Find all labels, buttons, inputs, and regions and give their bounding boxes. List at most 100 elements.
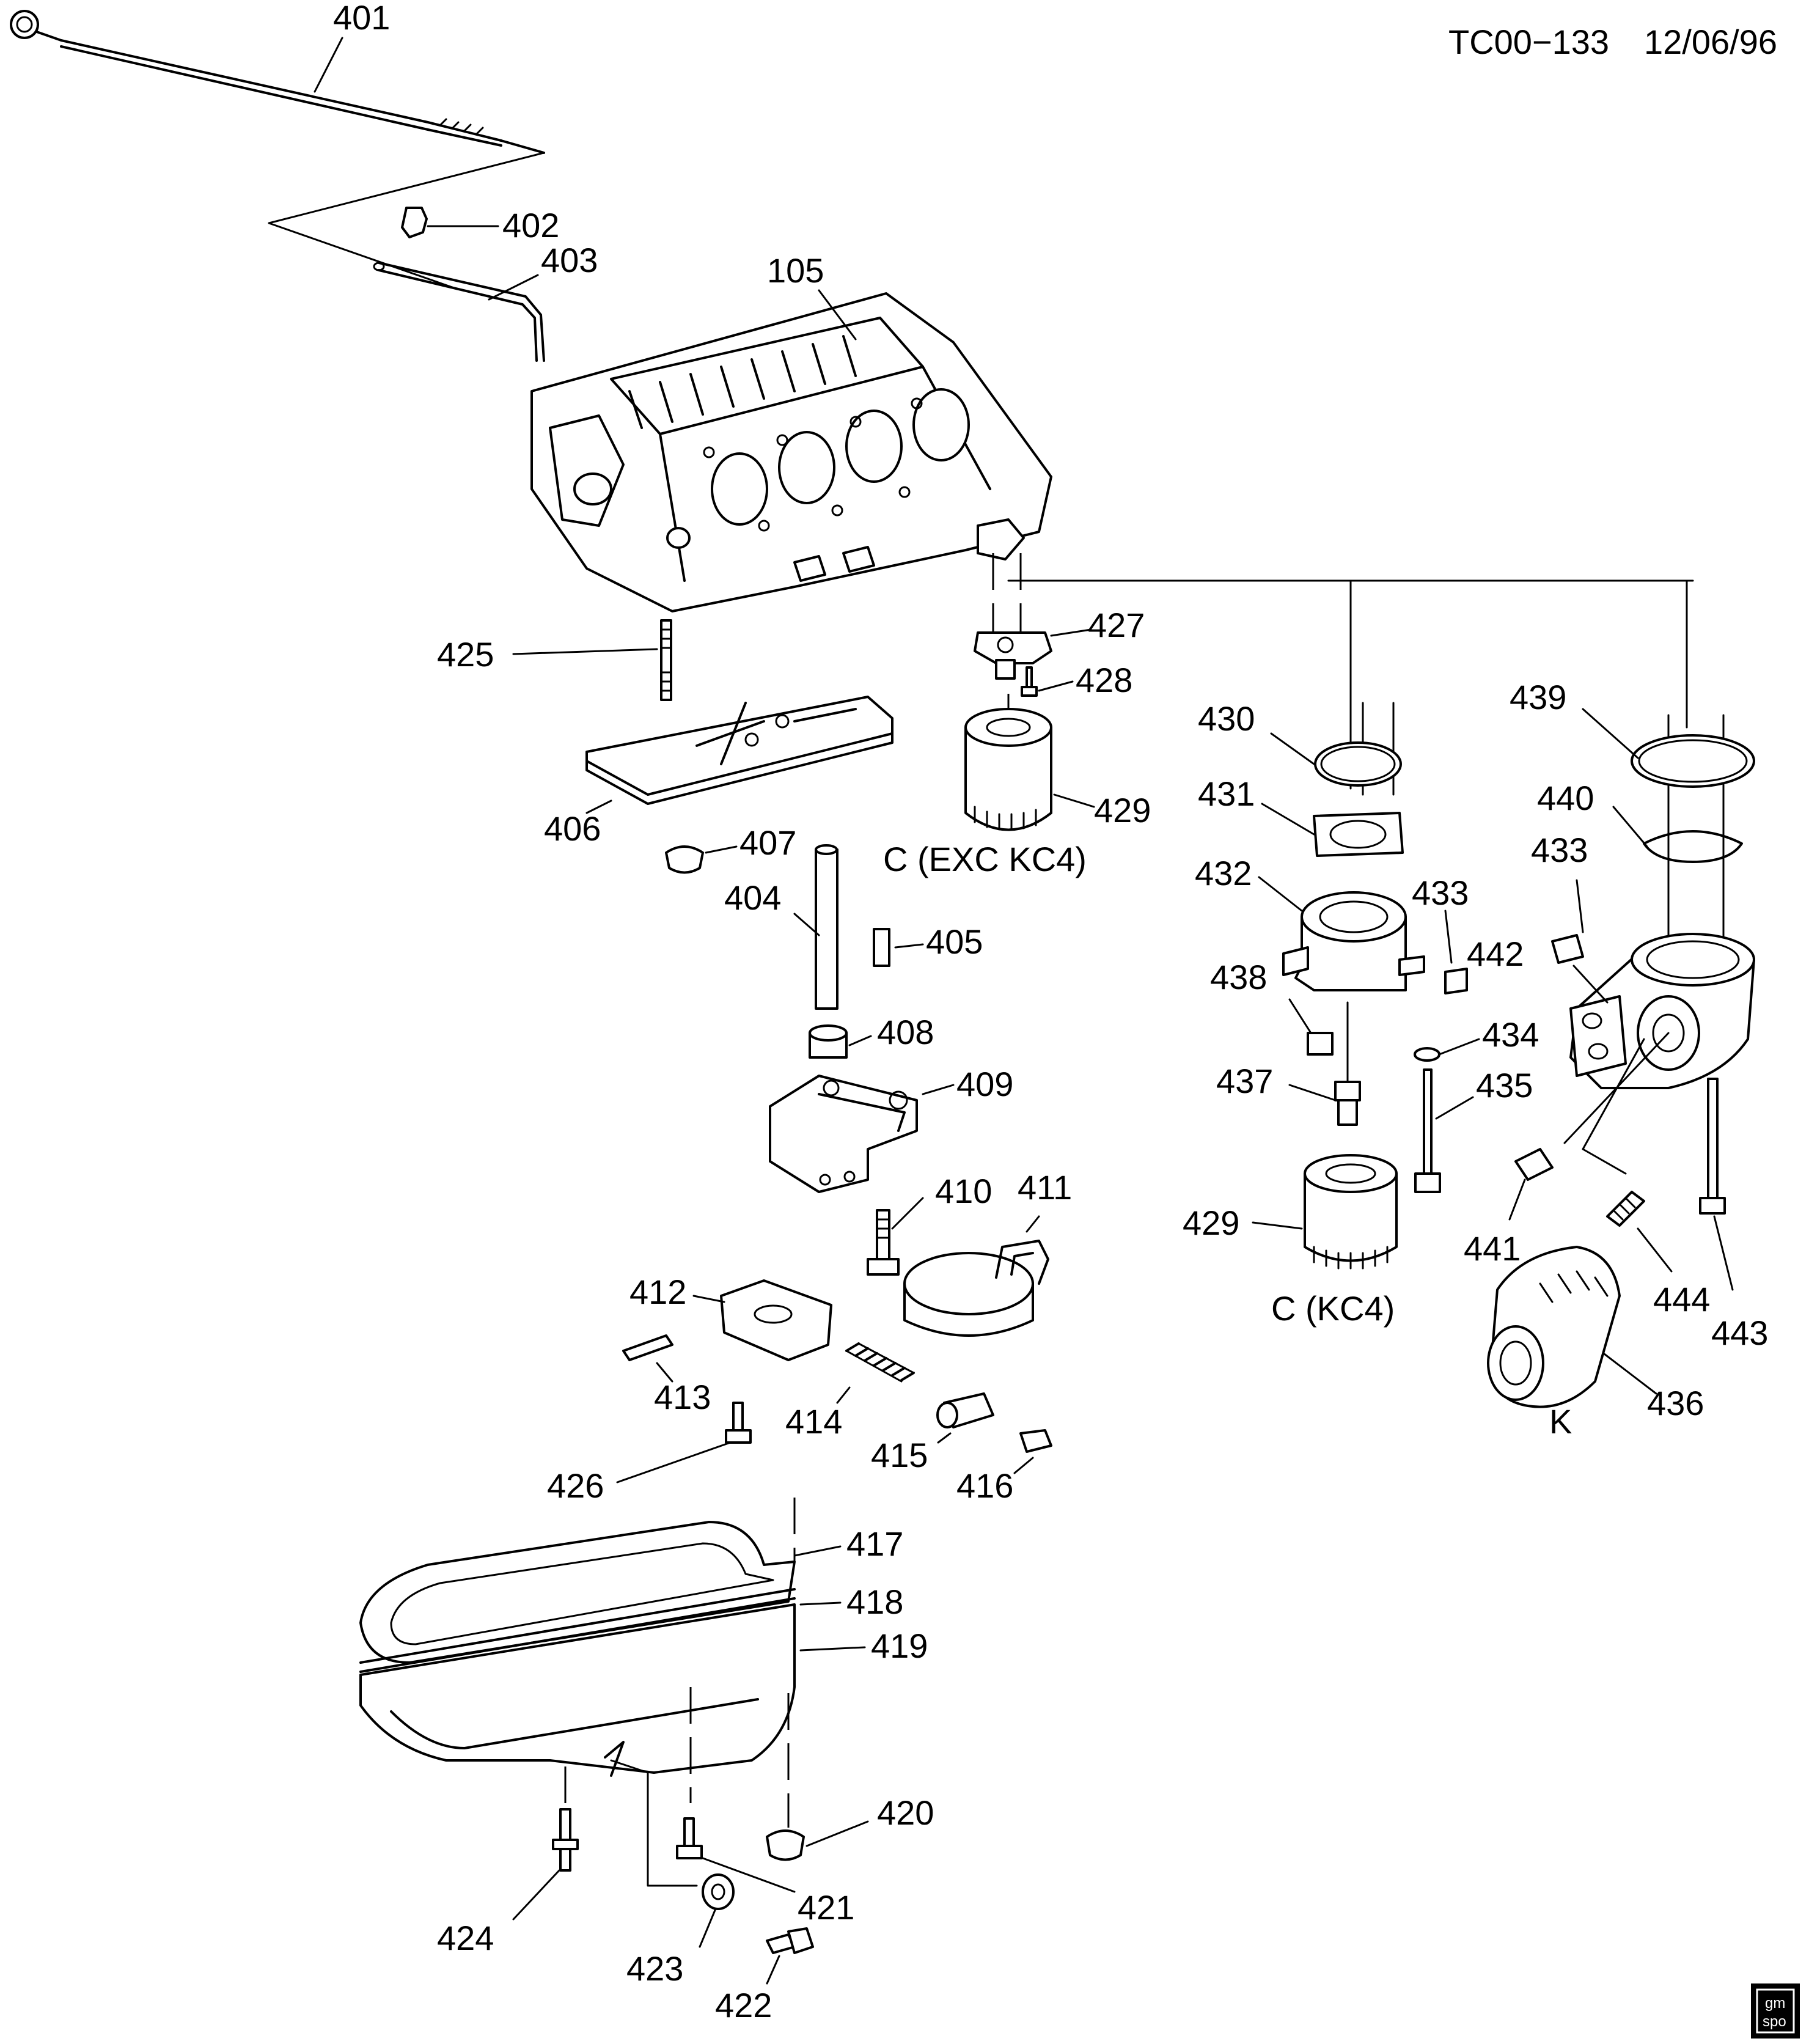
- diagram-date: 12/06/96: [1644, 23, 1777, 61]
- callout-405: 405: [926, 922, 983, 961]
- part-403-tube: [373, 262, 545, 362]
- part-415-valve: [936, 1392, 994, 1428]
- callout-443: 443: [1711, 1314, 1768, 1352]
- callout-435: 435: [1476, 1066, 1533, 1105]
- callout-444: 444: [1653, 1280, 1710, 1318]
- part-444-fitting: [1606, 1191, 1645, 1227]
- callout-429-upper: 429: [1094, 791, 1151, 829]
- part-420-drain-plug: [766, 1829, 805, 1861]
- callout-425: 425: [437, 635, 494, 674]
- callout-431: 431: [1198, 774, 1255, 813]
- part-407-plug: [665, 845, 704, 874]
- callout-423: 423: [626, 1949, 683, 1988]
- part-429-oil-filter-lower: [1304, 1154, 1398, 1270]
- part-432-adapter: [1282, 891, 1425, 991]
- svg-text:gm: gm: [1765, 1995, 1785, 2012]
- part-408-bushing: [809, 1024, 848, 1059]
- part-433-plug-b: [1551, 934, 1584, 964]
- callout-407: 407: [739, 823, 796, 862]
- part-440-snap-ring: [1643, 830, 1743, 863]
- part-414-spring: [845, 1342, 915, 1383]
- callout-411: 411: [1018, 1168, 1072, 1207]
- part-419-oil-pan: [359, 1603, 796, 1777]
- part-427-adapter: [974, 631, 1052, 680]
- part-410-bolt: [867, 1209, 900, 1276]
- part-429-oil-filter-upper: [964, 708, 1052, 831]
- callout-414: 414: [785, 1402, 842, 1441]
- callout-416: 416: [956, 1466, 1013, 1505]
- part-442-adapter: [1569, 933, 1755, 1089]
- callout-441: 441: [1464, 1229, 1521, 1268]
- part-412-cover: [720, 1279, 832, 1361]
- callout-417: 417: [846, 1524, 903, 1563]
- part-411-pickup-screen: [903, 1240, 1049, 1337]
- part-413-gasket: [622, 1334, 673, 1361]
- note-exc-kc4: C (EXC KC4): [883, 840, 1087, 878]
- part-404-shaft: [815, 844, 838, 1010]
- part-426-bolt: [725, 1402, 752, 1444]
- part-434-washer: [1414, 1047, 1440, 1062]
- gm-spo-logo: gm spo: [1751, 1983, 1800, 2038]
- part-439-seal: [1631, 734, 1755, 788]
- callout-421: 421: [798, 1888, 854, 1927]
- callout-418: 418: [846, 1583, 903, 1621]
- callout-430: 430: [1198, 699, 1255, 738]
- part-402-seal: [401, 207, 428, 238]
- callout-424: 424: [437, 1919, 494, 1957]
- callout-433-a: 433: [1412, 873, 1469, 912]
- callout-439: 439: [1510, 678, 1566, 716]
- part-423-washer: [702, 1873, 735, 1910]
- callout-105: 105: [767, 251, 824, 290]
- callout-410: 410: [935, 1172, 992, 1210]
- callout-436: 436: [1647, 1384, 1704, 1422]
- part-418-gasket: [359, 1588, 796, 1673]
- part-428-bolt: [1021, 666, 1038, 697]
- part-441-plug: [1514, 1148, 1554, 1181]
- callout-437: 437: [1216, 1062, 1273, 1100]
- part-435-bolt: [1414, 1068, 1441, 1193]
- part-430-seal: [1314, 741, 1402, 787]
- callout-432: 432: [1195, 854, 1252, 892]
- callout-415: 415: [871, 1436, 928, 1474]
- callout-402: 402: [502, 206, 559, 244]
- note-kc4: C (KC4): [1271, 1289, 1395, 1328]
- part-105-engine-block: [530, 292, 1052, 612]
- callout-406: 406: [544, 809, 601, 848]
- part-416-pin: [1019, 1429, 1052, 1453]
- svg-text:spo: spo: [1763, 2013, 1786, 2030]
- callout-438: 438: [1210, 958, 1267, 996]
- part-417-gasket: [359, 1521, 796, 1664]
- part-421-bolt: [676, 1817, 703, 1859]
- callout-412: 412: [629, 1273, 686, 1311]
- part-443-bolt: [1699, 1078, 1726, 1215]
- callout-429-lower: 429: [1183, 1204, 1239, 1242]
- part-437-nipple: [1334, 1081, 1361, 1126]
- part-406-baffle: [585, 696, 893, 805]
- part-436-oil-filter: [1487, 1246, 1621, 1408]
- part-405-pin: [873, 928, 890, 967]
- part-425-stud: [660, 619, 672, 701]
- note-k: K: [1549, 1402, 1572, 1441]
- part-431-gasket: [1313, 812, 1404, 857]
- callout-404: 404: [724, 878, 781, 917]
- callout-426: 426: [547, 1466, 604, 1505]
- callout-401: 401: [333, 0, 390, 37]
- part-424-stud: [552, 1808, 579, 1872]
- callout-433-b: 433: [1531, 831, 1588, 869]
- part-433-plug-a: [1444, 968, 1468, 994]
- callout-413: 413: [654, 1378, 711, 1416]
- part-422-bolt: [766, 1927, 814, 1954]
- callout-434: 434: [1482, 1015, 1539, 1054]
- callout-440: 440: [1537, 779, 1594, 817]
- callout-428: 428: [1076, 661, 1132, 699]
- callout-408: 408: [877, 1013, 934, 1051]
- callout-422: 422: [715, 1986, 772, 2024]
- callout-427: 427: [1088, 606, 1145, 644]
- part-401-dipstick: [10, 10, 545, 154]
- callout-420: 420: [877, 1793, 934, 1832]
- callout-419: 419: [871, 1627, 928, 1665]
- part-409-oil-pump: [769, 1075, 918, 1193]
- callout-442: 442: [1467, 935, 1524, 973]
- callout-403: 403: [541, 241, 598, 279]
